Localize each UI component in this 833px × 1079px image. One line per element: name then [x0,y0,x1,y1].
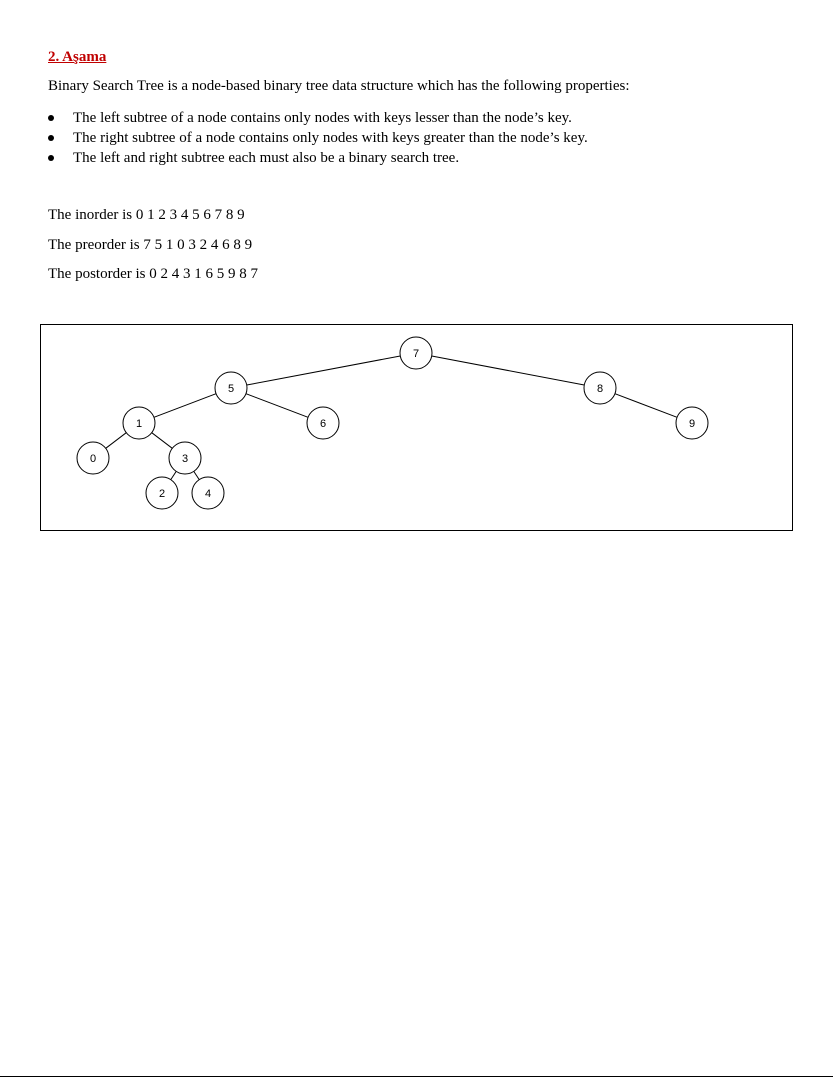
tree-node-3: 3 [168,441,202,475]
tree-edge-5-1 [153,393,217,418]
tree-node-circle [399,336,433,370]
tree-edge-3-4 [193,471,200,480]
tree-node-label: 5 [228,383,234,395]
tree-edge-5-6 [245,393,309,418]
tree-node-2: 2 [145,476,179,510]
inorder-line: The inorder is 0 1 2 3 4 5 6 7 8 9 [48,207,245,223]
bullet-icon [48,135,54,141]
tree-edge-1-3 [151,432,173,449]
section-heading: 2. Aşama [48,49,107,65]
tree-node-label: 6 [320,418,326,430]
tree-diagram-frame: 7 5 1 0 3 2 4 6 8 9 [40,324,793,531]
tree-node-0: 0 [76,441,110,475]
tree-node-4: 4 [191,476,225,510]
tree-node-5: 5 [214,371,248,405]
tree-node-circle [145,476,179,510]
tree-node-label: 8 [597,383,603,395]
list-item: The left and right subtree each must als… [48,148,588,168]
tree-node-8: 8 [583,371,617,405]
property-text: The left subtree of a node contains only… [73,110,572,126]
tree-edge-7-8 [431,355,585,386]
tree-node-circle [76,441,110,475]
list-item: The right subtree of a node contains onl… [48,128,588,148]
binary-search-tree-diagram: 7 5 1 0 3 2 4 6 8 9 [76,336,709,510]
tree-edge-7-5 [246,355,401,386]
list-item: The left subtree of a node contains only… [48,108,588,128]
tree-node-label: 1 [136,418,142,430]
tree-node-circle [191,476,225,510]
tree-node-label: 4 [205,488,211,500]
tree-edge-3-2 [170,471,177,480]
tree-node-1: 1 [122,406,156,440]
tree-node-label: 2 [159,488,165,500]
tree-node-circle [306,406,340,440]
tree-node-circle [214,371,248,405]
tree-node-7: 7 [399,336,433,370]
tree-node-9: 9 [675,406,709,440]
tree-node-6: 6 [306,406,340,440]
intro-paragraph: Binary Search Tree is a node-based binar… [48,78,630,94]
tree-node-circle [583,371,617,405]
tree-node-label: 3 [182,453,188,465]
properties-list: The left subtree of a node contains only… [48,108,588,168]
page-bottom-rule [0,1076,833,1077]
tree-node-circle [675,406,709,440]
tree-node-label: 9 [689,418,695,430]
tree-node-label: 7 [413,348,419,360]
property-text: The right subtree of a node contains onl… [73,130,588,146]
preorder-line: The preorder is 7 5 1 0 3 2 4 6 8 9 [48,237,253,253]
bullet-icon [48,115,54,121]
property-text: The left and right subtree each must als… [73,150,460,166]
postorder-line: The postorder is 0 2 4 3 1 6 5 9 8 7 [48,266,258,282]
tree-edge-1-0 [105,432,127,449]
tree-edge-8-9 [614,393,678,418]
tree-node-circle [122,406,156,440]
tree-node-label: 0 [90,453,96,465]
tree-node-circle [168,441,202,475]
bullet-icon [48,155,54,161]
